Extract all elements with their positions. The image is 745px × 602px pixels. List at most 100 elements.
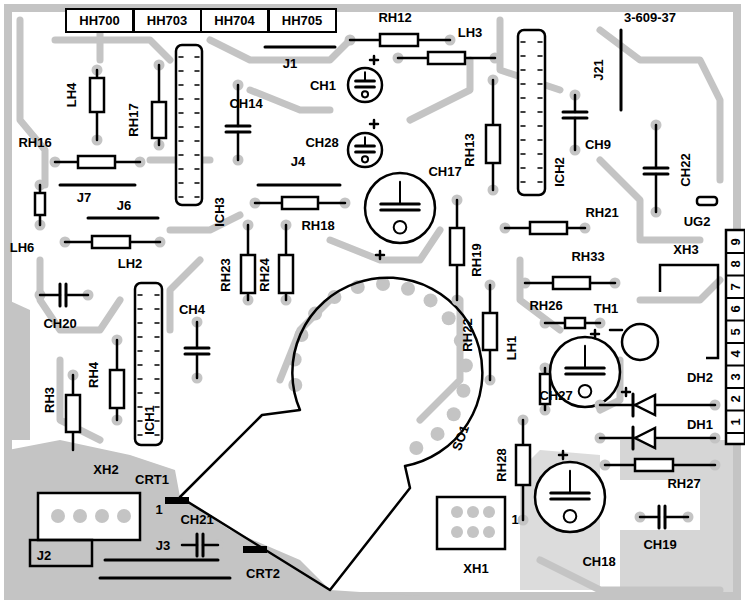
- copper-trace: [60, 360, 100, 440]
- pin-number: 9: [729, 238, 743, 245]
- polarity-mark: [373, 120, 376, 128]
- part-designator: DH1: [687, 418, 713, 432]
- capacitor-pad: [394, 221, 407, 234]
- ic-pin-mark: [179, 56, 183, 58]
- electrolytic-capacitor: [365, 173, 435, 243]
- part-designator: J1: [283, 57, 297, 71]
- part-designator: CH21: [180, 513, 213, 527]
- resistor-symbol: [530, 222, 567, 234]
- resistor-symbol: [78, 156, 115, 168]
- part-designator: CH9: [585, 138, 611, 152]
- connector-box: HH703: [133, 8, 202, 33]
- resistor-symbol: [450, 228, 464, 265]
- part-designator: RH3: [43, 387, 57, 413]
- connector-name: HH704: [214, 13, 254, 28]
- board-edge-trace: [8, 8, 737, 596]
- ic-pin-mark: [538, 139, 542, 141]
- capacitor-symbol: [566, 373, 605, 376]
- capacitor-symbol: [566, 367, 605, 370]
- solder-pad: [451, 526, 463, 538]
- diode-lead: [600, 437, 715, 440]
- capacitor-lead: [203, 544, 218, 547]
- capacitor-symbol: [381, 209, 420, 212]
- copper-trace: [410, 60, 470, 120]
- ic-pin-mark: [195, 196, 199, 198]
- ic-pin-mark: [195, 126, 199, 128]
- capacitor-pad: [362, 156, 368, 162]
- capacitor-lead: [574, 95, 577, 112]
- part-designator: CH28: [305, 136, 338, 150]
- ic-pin-mark: [521, 125, 525, 127]
- ic-pin-mark: [195, 84, 199, 86]
- ic-pin-mark: [138, 364, 142, 366]
- solder-pad: [401, 282, 415, 296]
- electrolytic-capacitor: [348, 68, 382, 102]
- part-designator: ICH3: [213, 197, 227, 227]
- resistor-symbol: [152, 102, 166, 138]
- jumper-wire: [265, 46, 335, 49]
- pin-number: 1: [729, 418, 743, 425]
- ic-pin-mark: [179, 154, 183, 156]
- diode-symbol: [632, 394, 635, 416]
- resistor-symbol: [241, 255, 255, 293]
- resistor-symbol: [565, 318, 585, 328]
- ic-outline: [135, 283, 162, 445]
- capacitor-symbol: [356, 151, 375, 154]
- connector-outline: [38, 493, 140, 540]
- part-designator: RH24: [258, 258, 272, 291]
- part-designator: LH4: [65, 83, 79, 108]
- pin-divider: [726, 320, 745, 322]
- ic-pin-mark: [155, 392, 159, 394]
- copper-trace: [420, 300, 460, 420]
- capacitor-lead: [665, 516, 688, 519]
- pin-divider: [726, 432, 745, 434]
- capacitor-lead: [640, 516, 659, 519]
- part-designator: XH3: [673, 243, 698, 257]
- ic-pin-mark: [138, 308, 142, 310]
- ic-pin-mark: [138, 322, 142, 324]
- solder-pad: [95, 509, 109, 523]
- ic-pin-mark: [179, 196, 183, 198]
- part-designator: RH23: [219, 258, 233, 291]
- part-designator: TH1: [594, 302, 619, 316]
- capacitor-symbol: [381, 203, 420, 206]
- part-designator: J2: [37, 549, 51, 563]
- pin-strip: [726, 230, 745, 444]
- solder-pad: [483, 526, 495, 538]
- ic-pin-mark: [538, 125, 542, 127]
- solder-pad: [431, 427, 445, 441]
- resistor-symbol: [486, 125, 500, 163]
- ic-pin-mark: [538, 83, 542, 85]
- copper-trace: [280, 300, 330, 380]
- capacitor-symbol: [563, 111, 587, 114]
- capacitor-symbol: [356, 86, 375, 89]
- resistor-symbol: [380, 34, 418, 46]
- regulator-outline: [697, 197, 717, 205]
- pin-divider: [726, 275, 745, 277]
- part-designator: CH14: [229, 97, 262, 111]
- capacitor-lead: [399, 182, 401, 204]
- part-designator: RH33: [571, 250, 604, 264]
- part-designator: LH3: [458, 26, 483, 40]
- ic-pin-mark: [195, 112, 199, 114]
- part-designator: J21: [592, 59, 606, 81]
- connector-box: HH700: [65, 8, 134, 33]
- capacitor-lead: [182, 544, 197, 547]
- pin-number: 3: [729, 373, 743, 380]
- ic-pin-mark: [538, 69, 542, 71]
- copper-trace: [540, 560, 720, 590]
- part-designator: CH27: [539, 389, 572, 403]
- connector-name: HH705: [282, 13, 322, 28]
- ic-pin-mark: [155, 364, 159, 366]
- solder-pad: [424, 293, 438, 307]
- solder-pad: [73, 509, 87, 523]
- electrolytic-capacitor: [535, 462, 605, 532]
- ic-pin-mark: [138, 420, 142, 422]
- part-designator: J3: [156, 539, 170, 553]
- capacitor-lead: [584, 346, 586, 368]
- pin-divider: [726, 387, 745, 389]
- ic-pin-mark: [195, 56, 199, 58]
- part-designator: CH1: [310, 79, 336, 93]
- jumper-outline: [30, 540, 92, 566]
- part-designator: RH22: [461, 318, 475, 351]
